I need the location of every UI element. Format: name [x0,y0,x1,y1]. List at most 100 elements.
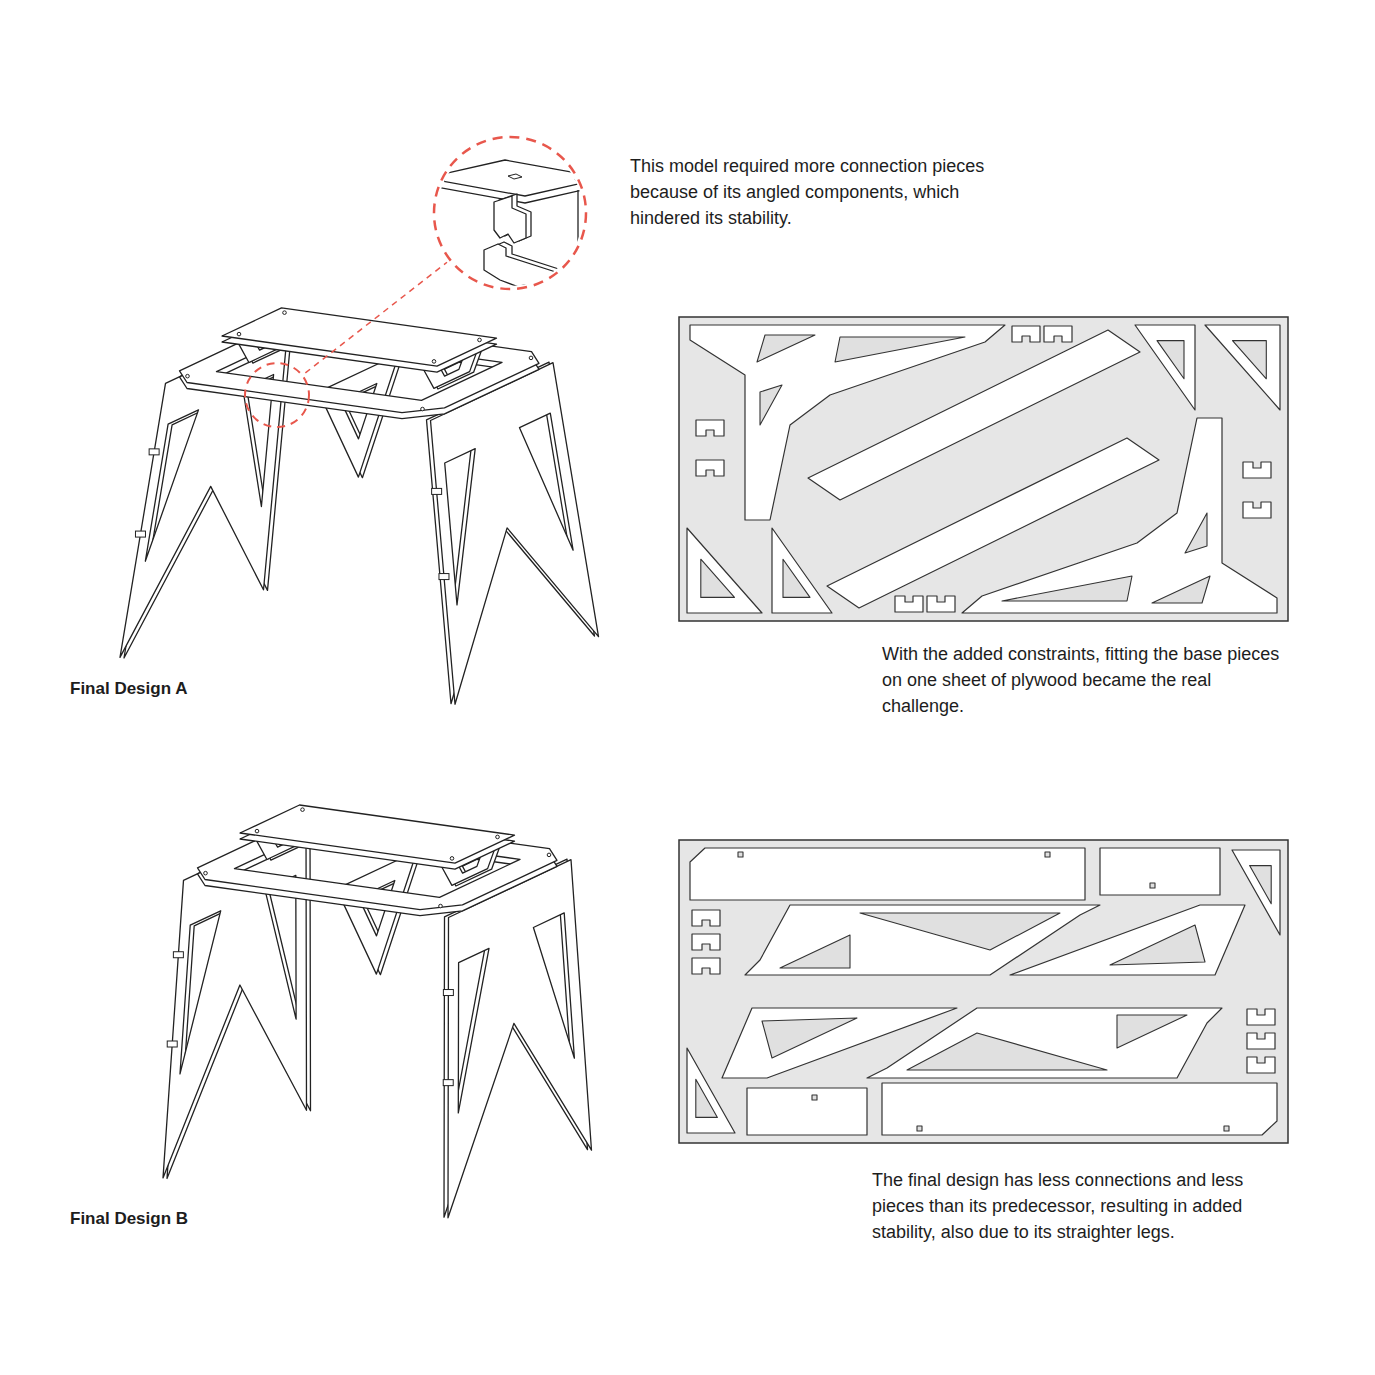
bolt-hole [204,871,208,875]
detail-connector [494,196,526,243]
cut-piece [882,1083,1277,1135]
connector-tab [443,1080,453,1086]
bolt-hole [237,332,241,336]
cut-piece [1135,325,1195,410]
design-label: Final Design B [70,1206,290,1231]
connector-tab [167,1041,177,1047]
slot-mark [508,174,522,179]
cut-hole [696,1079,718,1117]
text-slot: With the added constraints, fitting the … [882,641,1297,719]
cut-hole [701,559,735,597]
plywood-sheet [679,840,1288,1143]
callout-note: This model required more connection piec… [630,153,1010,231]
cut-hole [907,1033,1107,1070]
cut-piece [696,420,724,436]
cut-piece [1247,1033,1275,1049]
cut-hole [1185,513,1207,553]
note-text: The final design has less connections an… [872,1167,1297,1245]
cut-piece [1232,850,1280,935]
detail-edge [577,190,578,250]
cut-hole [1233,341,1267,379]
bolt-hole [421,407,425,411]
table-top [222,308,497,366]
bolt-hole [283,311,287,315]
detail-circle [434,137,586,289]
cut-piece [1247,1057,1275,1073]
cut-piece [692,958,720,974]
cut-hole [1002,576,1132,601]
bolt-hole [547,853,551,857]
leg-plate [448,860,592,1218]
cut-piece [1205,325,1280,410]
cut-hole [1045,852,1050,857]
cut-hole [1152,576,1210,603]
design-label: Final Design A [70,676,290,701]
cut-piece [895,596,923,612]
plywood-sheet [679,317,1288,621]
connector-tab [135,531,145,537]
cut-hole [1117,1015,1187,1048]
connector-tab [432,488,442,494]
callout-circle [245,363,309,427]
bolt-hole [450,857,454,861]
note-text: With the added constraints, fitting the … [882,641,1297,719]
cut-hole [760,385,782,425]
cut-hole [812,1095,817,1100]
table-design-a [120,308,599,704]
cut-piece [722,1008,957,1078]
text-slot: This model required more connection piec… [630,153,1010,231]
cut-piece [927,596,955,612]
connector-tab [149,449,159,455]
cut-piece [1044,326,1072,342]
cut-piece [1243,502,1271,518]
detail-bracket [484,244,562,298]
connector-tab [439,574,449,580]
cut-piece [1247,1009,1275,1025]
cut-piece [687,1048,735,1133]
cut-hole [738,852,743,857]
cut-sheet-a [679,317,1288,621]
cut-piece [747,1088,867,1135]
text-slot: Final Design A [70,676,290,701]
bolt-hole [496,835,500,839]
bolt-hole [301,808,305,812]
cut-hole [1150,883,1155,888]
cut-hole [780,935,850,968]
leader-line [305,262,447,373]
bolt-hole [255,829,259,833]
table-top [240,805,515,863]
bolt-hole [432,360,436,364]
cut-piece [690,848,1085,900]
cut-piece [696,460,724,476]
cut-piece [692,910,720,926]
cut-hole [1224,1126,1229,1131]
cut-hole [1250,866,1272,904]
cut-hole [757,335,815,362]
cut-hole [762,1018,857,1058]
bolt-hole [439,904,443,908]
bolt-hole [186,374,190,378]
cut-piece [692,934,720,950]
cut-piece [1012,326,1040,342]
table-design-b [163,805,592,1218]
cut-hole [1110,925,1205,965]
bolt-hole [478,338,482,342]
cut-hole [1157,341,1184,379]
cut-hole [835,337,965,362]
bolt-hole [529,356,533,360]
text-slot: Final Design B [70,1206,290,1231]
cut-hole [783,559,810,597]
leg-plate [431,363,599,705]
cut-piece [772,528,832,613]
cut-piece [1243,462,1271,478]
cut-piece [1100,848,1220,895]
cut-piece [687,528,762,613]
cut-sheet-b [679,840,1288,1143]
cut-piece [827,438,1159,608]
cut-hole [860,913,1060,950]
connector-tab [173,952,183,958]
connector-tab [443,990,453,996]
cut-hole [917,1126,922,1131]
